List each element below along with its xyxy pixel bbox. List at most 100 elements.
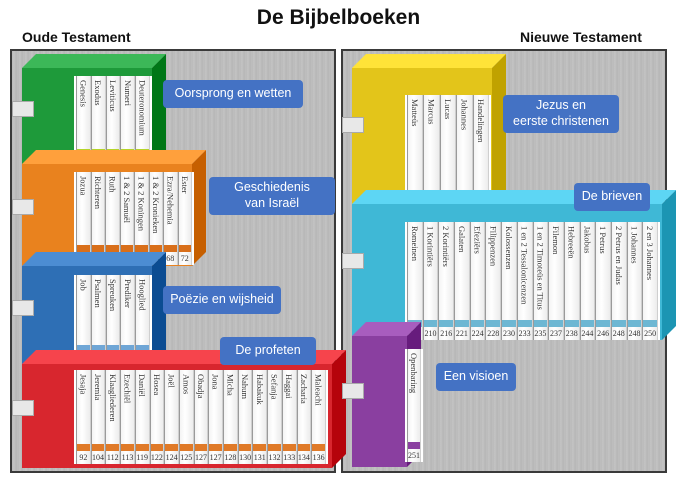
book-name: Maleachi	[313, 374, 324, 406]
book-spine[interactable]: Spreuken86	[105, 275, 121, 365]
shelf-top-face	[352, 322, 421, 336]
book-page-number: 228	[487, 329, 500, 338]
book-name: 1 en 2 Tessalonicenzen	[519, 226, 530, 305]
book-spine[interactable]: Openbaring 251	[407, 349, 421, 462]
book-name: Ruth	[107, 176, 118, 193]
book-color-band	[455, 320, 469, 327]
book-name: Jakobus	[582, 226, 593, 254]
book-color-band	[643, 320, 657, 327]
book-name: Hosea	[151, 374, 162, 396]
book-spine[interactable]: 1 & 2 Samuël55	[119, 172, 134, 265]
book-spine[interactable]: Richteren51	[90, 172, 105, 265]
book-page-number: 136	[312, 453, 325, 462]
book-color-band	[312, 444, 325, 451]
book-color-band	[297, 444, 311, 451]
book-color-band	[136, 345, 149, 352]
book-name: Handelingen	[475, 99, 486, 143]
book-color-band	[91, 245, 104, 252]
book-color-band	[408, 442, 420, 449]
book-color-band	[150, 444, 164, 451]
book-name: Zacharia	[298, 374, 309, 404]
book-spine[interactable]: 1 & 2 Kronieken64	[148, 172, 163, 265]
book-color-band	[178, 245, 191, 252]
book-spine[interactable]: Ruth54	[105, 172, 120, 265]
new-testament-label: Nieuwe Testament	[520, 29, 642, 45]
book-spine[interactable]: Maleachi 136	[311, 370, 326, 464]
book-color-band	[91, 345, 105, 352]
book-page-number: 125	[180, 453, 193, 462]
book-name: Daniël	[137, 374, 148, 397]
book-page-number: 134	[297, 453, 310, 462]
book-name: 2 Korintiërs	[441, 226, 452, 267]
book-name: Sefanja	[269, 374, 280, 400]
book-page-number: 251	[408, 451, 420, 460]
book-color-band	[253, 444, 267, 451]
shelf-tab	[342, 117, 364, 133]
book-name: Openbaring	[409, 353, 419, 394]
book-color-band	[164, 245, 177, 252]
book-color-band	[549, 320, 563, 327]
category-callout: Oorsprong en wetten	[163, 80, 303, 108]
shelf-tab	[342, 253, 364, 269]
book-color-band	[135, 245, 148, 252]
book-page-number: 246	[597, 329, 610, 338]
book-name: Haggai	[284, 374, 295, 399]
book-spine[interactable]: 1 & 2 Koningen59	[134, 172, 149, 265]
shelf-side-face	[662, 190, 676, 340]
book-color-band	[209, 444, 223, 451]
book-color-band	[165, 444, 178, 451]
book-spine[interactable]: Zacharia 134	[296, 370, 312, 464]
book-spine[interactable]: Jozua49	[76, 172, 91, 265]
book-page-number: 68	[166, 254, 175, 263]
book-color-band	[106, 245, 119, 252]
book-page-number: 131	[253, 453, 266, 462]
book-name: Jesaja	[78, 374, 89, 395]
book-color-band	[77, 444, 90, 451]
book-color-band	[423, 320, 438, 327]
book-name: Ester	[179, 176, 190, 194]
book-name: Ezechiël	[122, 374, 133, 404]
book-name: Galaten	[456, 226, 467, 253]
book-name: Job	[78, 279, 89, 291]
book-color-band	[596, 320, 610, 327]
book-color-band	[517, 320, 532, 327]
book-color-band	[77, 345, 90, 352]
book-name: Hooglied	[137, 279, 148, 311]
book-color-band	[627, 320, 642, 327]
book-page-number: 104	[92, 453, 105, 462]
